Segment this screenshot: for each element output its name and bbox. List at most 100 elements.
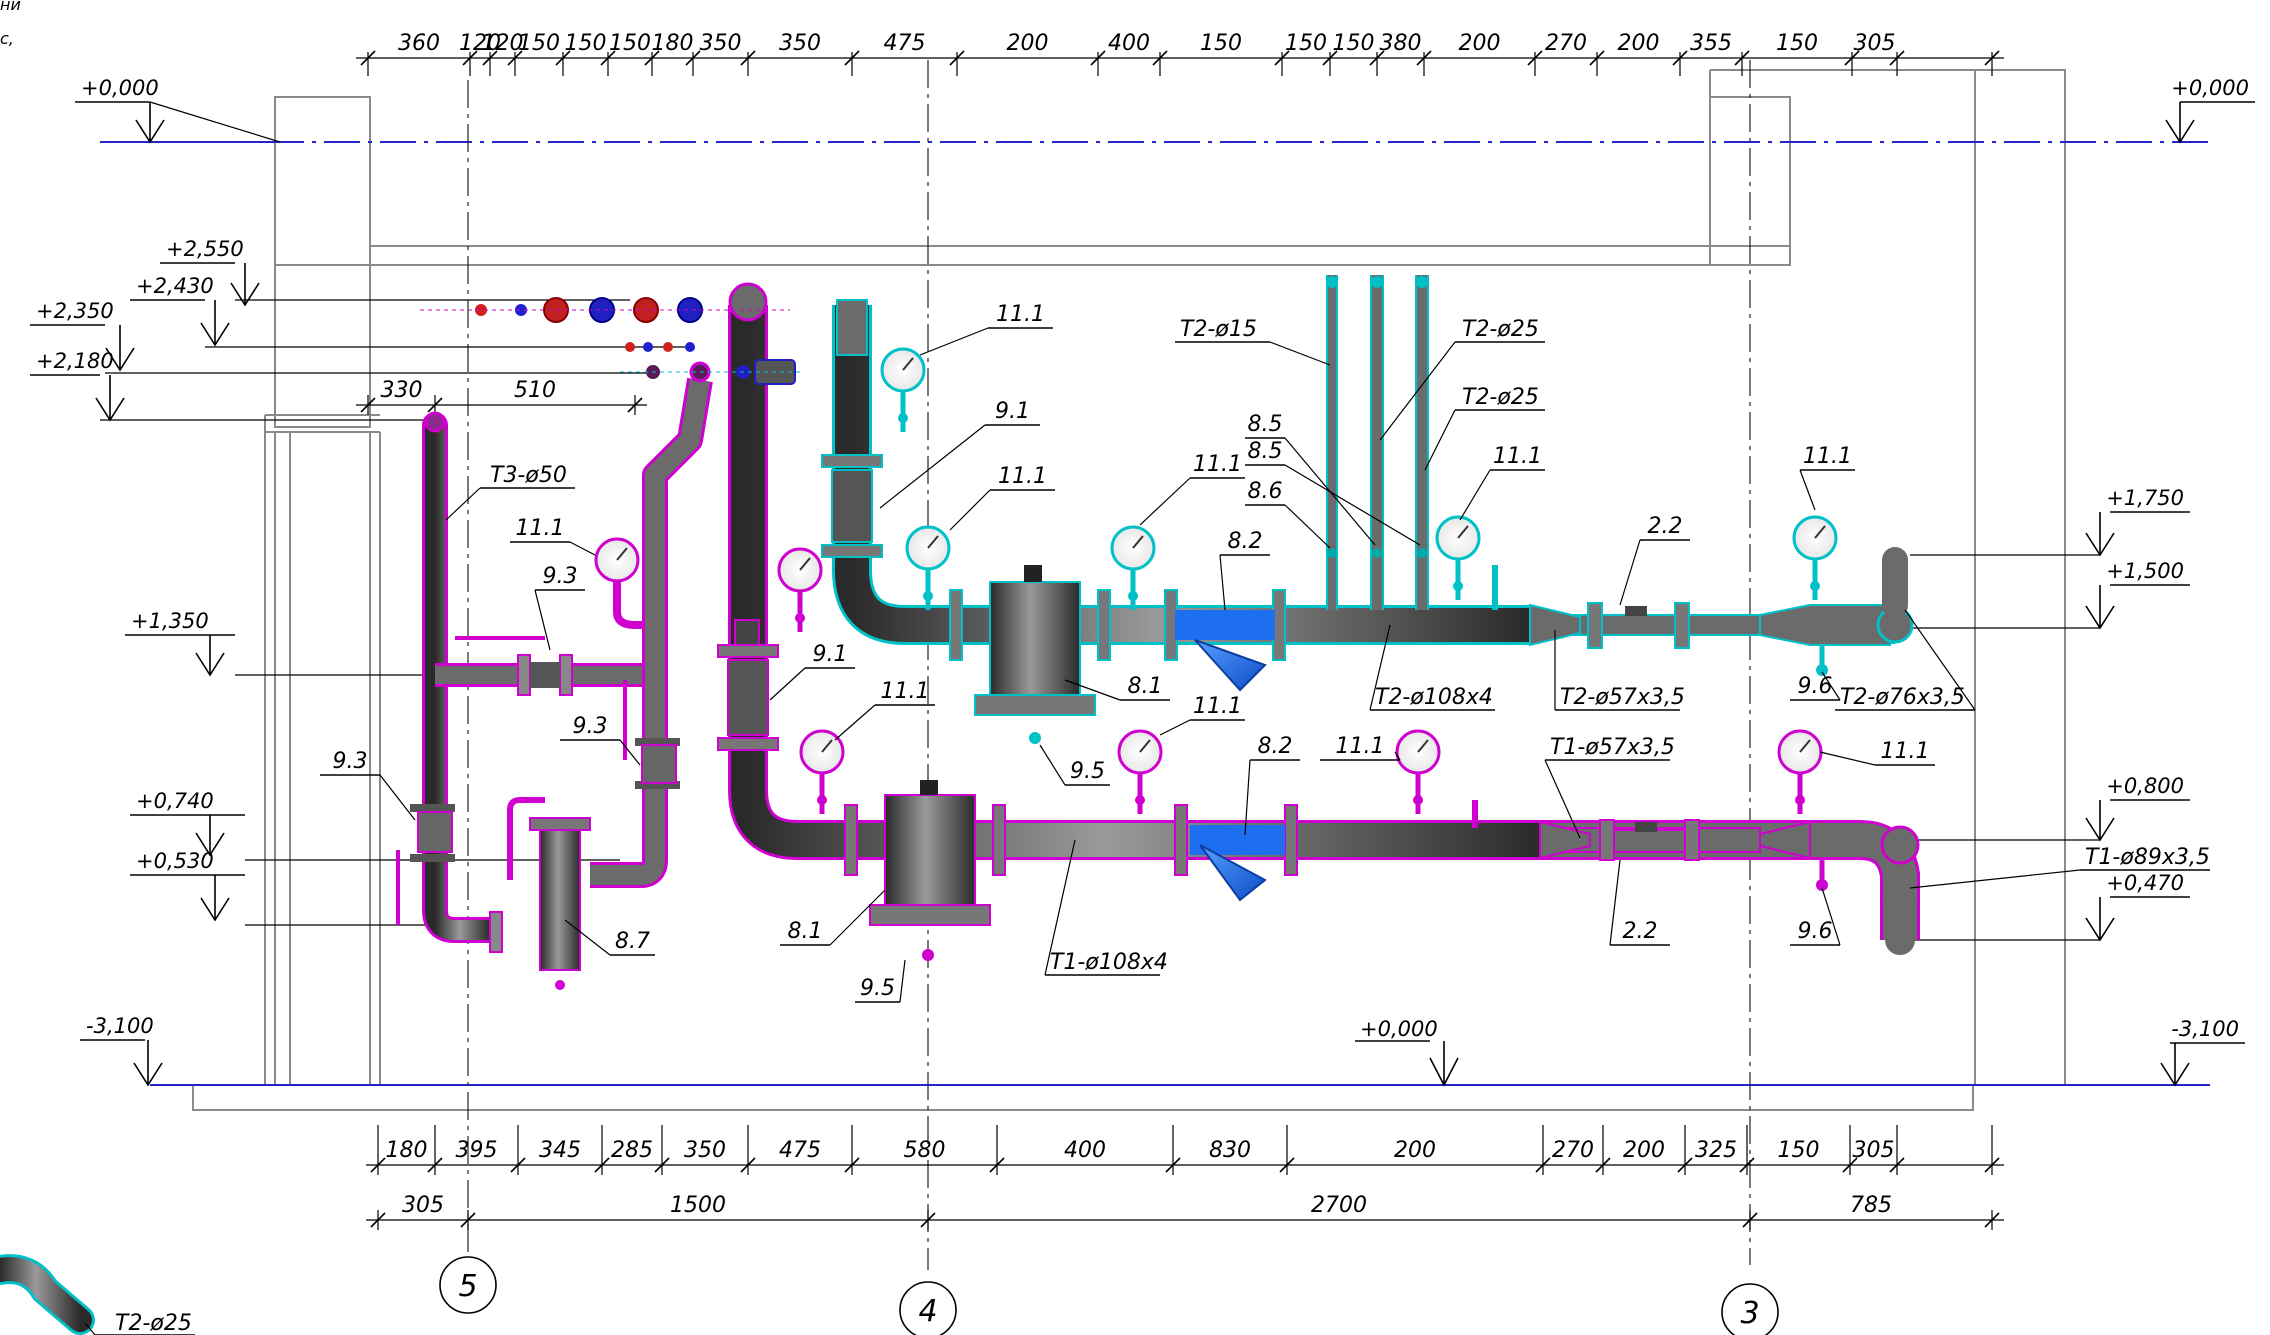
callout-m22-9: 2.2 <box>1619 514 1690 606</box>
callout-g111-14: 11.1 <box>510 516 596 556</box>
label-t1-108: Т1-ø108х4 <box>1050 950 1168 975</box>
callout-f82-4: 8.2 <box>1219 529 1270 611</box>
dim-bottom1-7: 400 <box>1064 1138 1106 1163</box>
callout-g111-21: 11.1 <box>1159 694 1245 736</box>
callout-text-g111-0: 11.1 <box>996 302 1045 327</box>
dim-top-7: 350 <box>700 31 742 56</box>
dim-bottom1-5: 475 <box>779 1138 821 1163</box>
callout-text-m22-9: 2.2 <box>1648 514 1683 539</box>
callout-g111-8: 11.1 <box>1459 444 1545 521</box>
callout-text-g111-2: 11.1 <box>998 464 1047 489</box>
level-right-1: +1,750 <box>2106 486 2184 510</box>
t2-pressure-gauges <box>880 347 1838 610</box>
dim-bottom1-1: 395 <box>456 1138 498 1163</box>
dim-bottom1-2: 345 <box>539 1138 581 1163</box>
callout-v93-16: 9.3 <box>560 714 641 766</box>
dim-bottom1-14: 305 <box>1853 1138 1895 1163</box>
dim-bottom1-10: 270 <box>1552 1138 1594 1163</box>
callout-v96-28: 9.6 <box>1790 887 1841 946</box>
t1-main-pipe <box>717 282 1920 961</box>
dim-bottom1-9: 200 <box>1394 1138 1436 1163</box>
dim-bottom1-8: 830 <box>1209 1138 1251 1163</box>
dim-top-13: 150 <box>1285 31 1327 56</box>
gauge-t2-2 <box>1110 525 1156 610</box>
level-left-3: +2,350 <box>36 299 114 323</box>
dim-top-9: 475 <box>884 31 926 56</box>
label-t2-15: Т2-ø15 <box>1180 317 1257 342</box>
gauge-t1-1 <box>799 729 845 814</box>
dim-top-12: 150 <box>1200 31 1242 56</box>
callout-g111-2: 11.1 <box>949 464 1055 531</box>
callout-f81-25: 8.1 <box>780 889 886 946</box>
callout-text-g111-21: 11.1 <box>1193 694 1242 719</box>
dim-top-10: 200 <box>1007 31 1049 56</box>
level-center-text: +0,000 <box>1360 1017 1438 1041</box>
callout-text-f81-11: 8.1 <box>1128 674 1163 699</box>
dim-top-21: 305 <box>1854 31 1896 56</box>
callout-text-v96-13: 9.6 <box>1798 674 1833 699</box>
level-left-1: +2,550 <box>166 237 244 261</box>
level-left-2: +2,430 <box>136 274 214 298</box>
callout-text-v91-19: 9.1 <box>813 642 848 667</box>
label-t2-25a: Т2-ø25 <box>1462 317 1539 342</box>
dim-top-15: 380 <box>1380 31 1422 56</box>
callout-text-g111-20: 11.1 <box>881 679 930 704</box>
t2-main-pipe <box>821 275 1914 891</box>
dim-top-18: 200 <box>1618 31 1660 56</box>
level-left-8: -3,100 <box>86 1014 154 1038</box>
callout-text-v95-12: 9.5 <box>1070 759 1105 784</box>
label-t2-57: Т2-ø57х3,5 <box>1560 685 1685 710</box>
callout-v91-1: 9.1 <box>879 399 1040 509</box>
dim-bottom1-11: 200 <box>1623 1138 1665 1163</box>
callout-f81-11: 8.1 <box>1064 674 1170 701</box>
axis-label-3: 3 <box>1740 1296 1759 1331</box>
callout-text-f87-18: 8.7 <box>615 929 650 954</box>
corner-text-2: с, <box>0 29 14 48</box>
level-mark-center: +0,000 <box>1355 1017 1459 1087</box>
dim-top-14: 150 <box>1333 31 1375 56</box>
callout-text-f81-25: 8.1 <box>788 919 823 944</box>
axis-label-5: 5 <box>458 1269 477 1304</box>
dim-top-16: 200 <box>1459 31 1501 56</box>
dim-top-1: 120 <box>459 31 501 56</box>
axis-bubble-4 <box>899 1281 957 1335</box>
dim-bottom2-3: 785 <box>1850 1193 1892 1218</box>
callout-text-v86-7: 8.6 <box>1248 479 1283 504</box>
dim-top-8: 350 <box>779 31 821 56</box>
level-left-5: +1,350 <box>131 609 209 633</box>
corner-pipe-label: Т2-ø25 <box>115 1311 192 1335</box>
callout-text-v93-15: 9.3 <box>543 564 578 589</box>
dim-bottom2-2: 2700 <box>1311 1193 1367 1218</box>
dim-top-19: 355 <box>1690 31 1732 56</box>
callout-text-g111-24: 11.1 <box>1881 739 1930 764</box>
dim-top-11: 400 <box>1108 31 1150 56</box>
dim-left-small-1: 510 <box>514 378 556 403</box>
level-right-5: -3,100 <box>2171 1017 2239 1041</box>
dim-bottom1-13: 150 <box>1778 1138 1820 1163</box>
level-marks-left: +0,000+2,550+2,430+2,350+2,180+1,350+0,7… <box>30 76 690 1087</box>
grid-axes: 5 4 3 <box>439 60 1779 1335</box>
axis-label-4: 4 <box>918 1294 937 1329</box>
level-right-2: +1,500 <box>2106 559 2184 583</box>
label-t2-25b: Т2-ø25 <box>1462 385 1539 410</box>
callout-text-f82-4: 8.2 <box>1228 529 1263 554</box>
gauge-t2-3 <box>1435 515 1481 600</box>
gauge-t2-4 <box>1792 515 1838 600</box>
level-left-4: +2,180 <box>36 349 114 373</box>
callout-text-v91-1: 9.1 <box>995 399 1030 424</box>
callout-v91-19: 9.1 <box>769 642 855 701</box>
dim-top-4: 150 <box>565 31 607 56</box>
callout-text-g111-10: 11.1 <box>1803 444 1852 469</box>
callout-g111-3: 11.1 <box>1139 452 1245 526</box>
axis-bubble-5 <box>439 1256 497 1314</box>
callout-g111-10: 11.1 <box>1799 444 1855 511</box>
callout-text-f82-22: 8.2 <box>1258 734 1293 759</box>
level-right-4: +0,470 <box>2106 871 2184 895</box>
gauge-t1-2 <box>1117 729 1163 814</box>
dim-bottom2-0: 305 <box>402 1193 444 1218</box>
label-t2-108: Т2-ø108х4 <box>1375 685 1493 710</box>
dim-bottom1-3: 285 <box>611 1138 653 1163</box>
